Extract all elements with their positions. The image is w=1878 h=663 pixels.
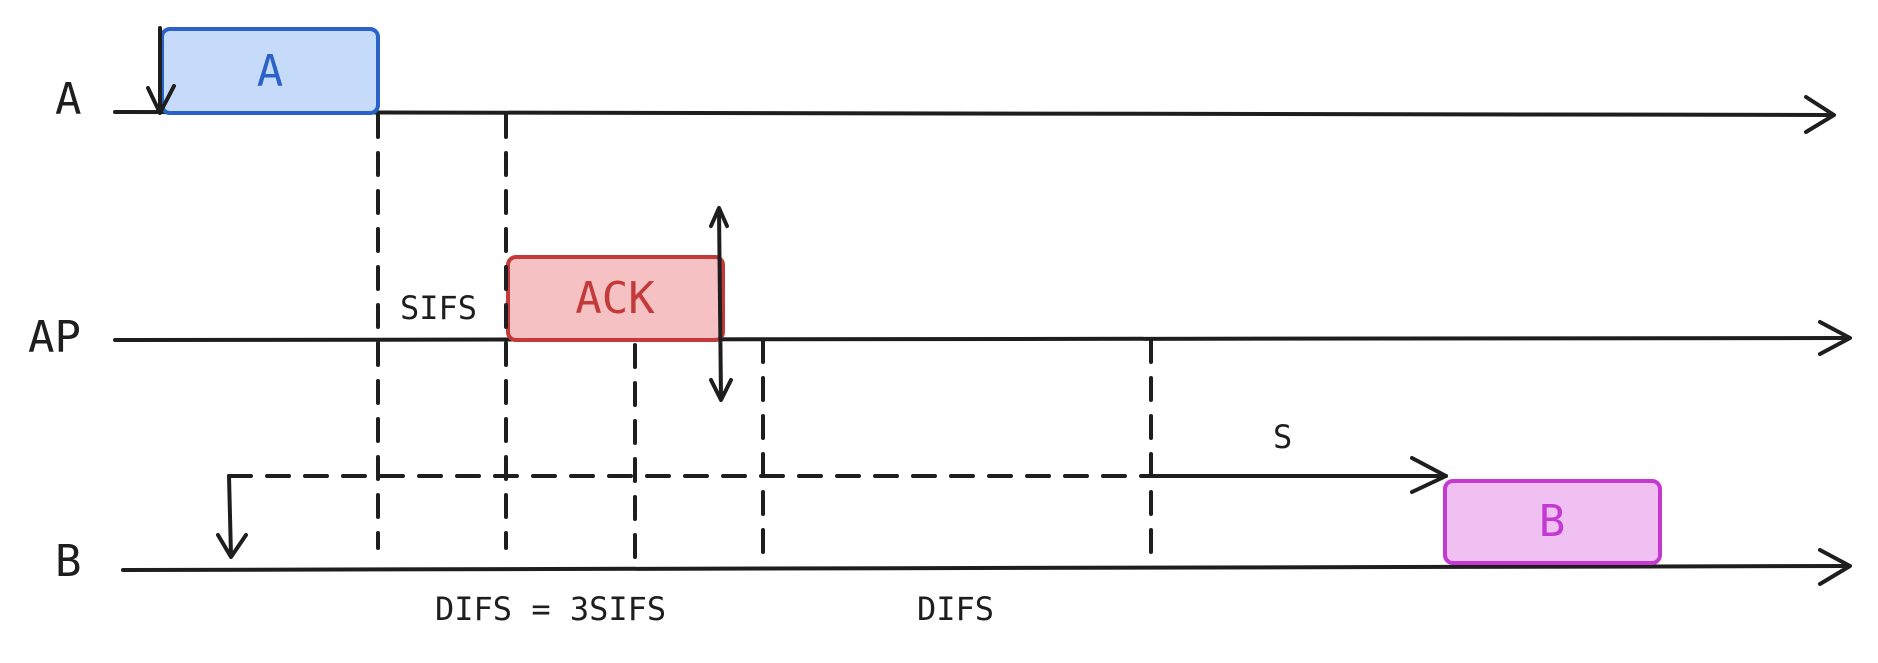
- timeline-label-a: A: [55, 74, 82, 125]
- frame-a-label: A: [257, 46, 284, 97]
- arrival-arrow-a: [146, 26, 176, 115]
- annotation-difs-eq: DIFS = 3SIFS: [435, 590, 666, 628]
- timeline-axis-b: [121, 548, 1852, 586]
- frame-b: B: [1443, 479, 1662, 565]
- frame-b-box: [1443, 479, 1662, 565]
- ack-double-arrow: [709, 206, 733, 402]
- arrival-arrow-b: [216, 474, 248, 559]
- frame-a: A: [160, 27, 380, 115]
- timeline-axis-ap: [113, 320, 1852, 356]
- timeline-axis-a: [113, 95, 1836, 134]
- annotation-difs: DIFS: [917, 590, 994, 628]
- backoff-arrow: [1149, 456, 1448, 494]
- frame-ack-box: [506, 255, 725, 342]
- timeline-label-b: B: [55, 536, 82, 587]
- frame-b-label: B: [1539, 496, 1566, 547]
- frame-ack-label: ACK: [575, 273, 655, 324]
- timeline-label-ap: AP: [28, 312, 81, 363]
- frame-ack: ACK: [506, 255, 725, 342]
- annotation-s: S: [1273, 418, 1292, 456]
- annotation-sifs: SIFS: [400, 289, 477, 327]
